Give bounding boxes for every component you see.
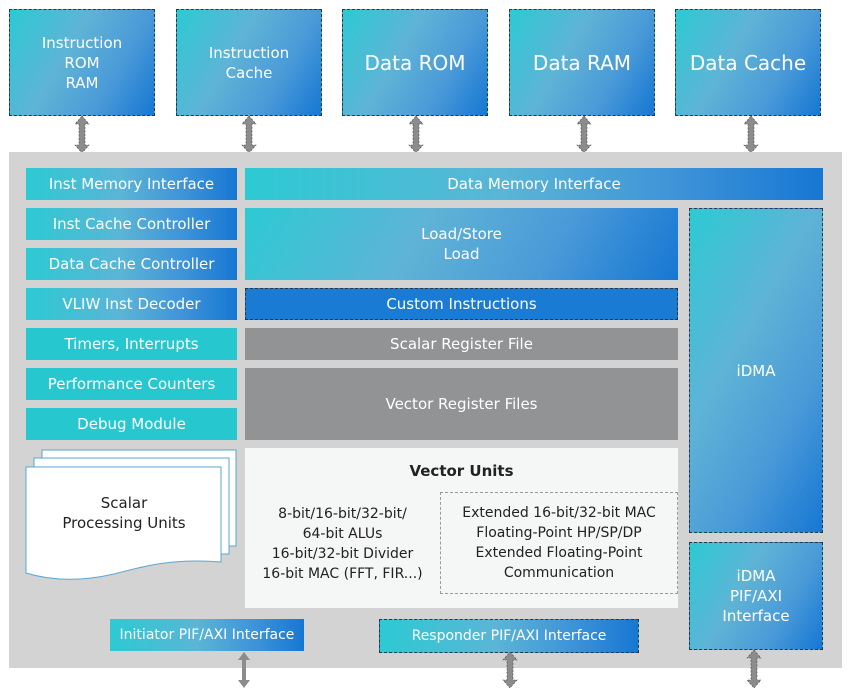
- bidirectional-arrow-icon: [241, 116, 257, 153]
- idma-block: iDMA: [689, 208, 823, 533]
- bidirectional-arrow-icon: [746, 650, 762, 688]
- bidirectional-arrow-icon: [576, 116, 592, 153]
- scalar-processing-units-label: Scalar Processing Units: [62, 494, 186, 532]
- scalar-processing-units-shape: [25, 449, 237, 580]
- inst-cache-controller-block: Inst Cache Controller: [26, 208, 237, 240]
- vector-units-block: [245, 448, 678, 608]
- idma-pif-axi-interface-block: iDMA PIF/AXI Interface: [689, 542, 823, 650]
- custom-instructions-block: Custom Instructions: [245, 288, 678, 320]
- bidirectional-arrow-icon: [74, 116, 90, 153]
- bidirectional-arrow-icon: [743, 116, 759, 153]
- bidirectional-arrow-icon: [502, 652, 518, 688]
- vliw-inst-decoder-block: VLIW Inst Decoder: [26, 288, 237, 320]
- initiator-pif-axi-interface-block: Initiator PIF/AXI Interface: [110, 619, 304, 651]
- instruction-rom-ram-block: Instruction ROM RAM: [9, 9, 155, 116]
- data-ram-block: Data RAM: [509, 9, 655, 116]
- bidirectional-arrow-icon: [236, 652, 252, 688]
- vector-register-files-block: Vector Register Files: [245, 368, 678, 440]
- performance-counters-block: Performance Counters: [26, 368, 237, 400]
- data-memory-interface-block: Data Memory Interface: [245, 168, 823, 200]
- inst-memory-interface-block: Inst Memory Interface: [26, 168, 237, 200]
- data-rom-block: Data ROM: [342, 9, 488, 116]
- load-store-block: Load/Store Load: [245, 208, 678, 280]
- vector-units-base-features: 8-bit/16-bit/32-bit/ 64-bit ALUs 16-bit/…: [262, 506, 423, 582]
- debug-module-block: Debug Module: [26, 408, 237, 440]
- timers-interrupts-block: Timers, Interrupts: [26, 328, 237, 360]
- vector-units-optional-features: Extended 16-bit/32-bit MAC Floating-Poin…: [440, 492, 678, 594]
- vector-units-title: Vector Units: [409, 462, 514, 480]
- data-cache-controller-block: Data Cache Controller: [26, 248, 237, 280]
- scalar-register-file-block: Scalar Register File: [245, 328, 678, 360]
- data-cache-block: Data Cache: [675, 9, 821, 116]
- instruction-cache-block: Instruction Cache: [176, 9, 322, 116]
- bidirectional-arrow-icon: [408, 116, 424, 153]
- responder-pif-axi-interface-block: Responder PIF/AXI Interface: [379, 619, 639, 653]
